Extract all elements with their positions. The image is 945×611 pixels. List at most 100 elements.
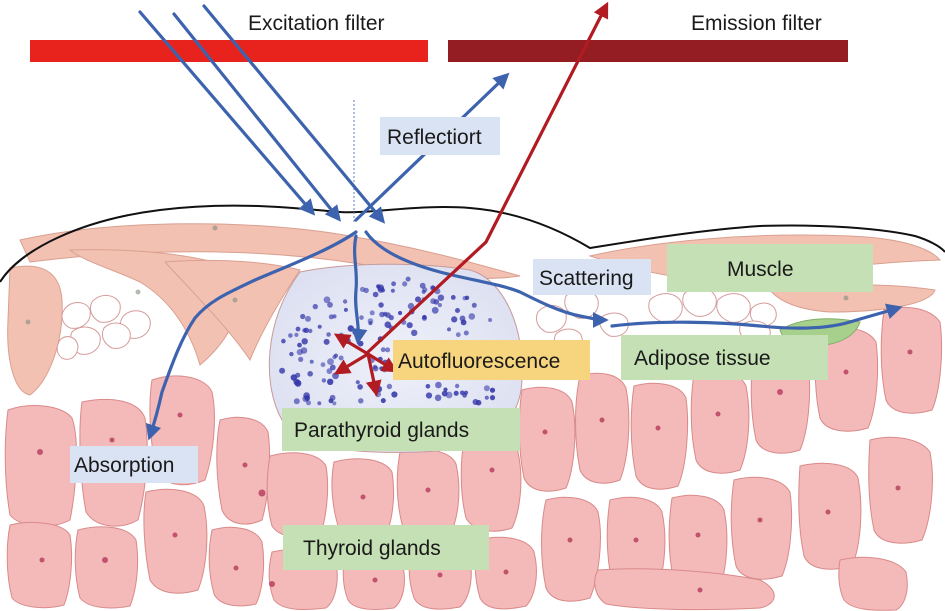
cell-nucleus [425, 487, 431, 493]
emission-ray [366, 1, 609, 354]
adipose-cell [101, 322, 131, 349]
parathyroid-cell-dot [421, 315, 427, 321]
thyroid-cell [396, 448, 460, 538]
thyroid-cell [266, 452, 329, 539]
parathyroid-cell-dot [459, 390, 465, 396]
parathyroid-cell-dot [382, 311, 388, 317]
parathyroid-cell-dot [406, 322, 413, 329]
adipose-cell [56, 336, 79, 360]
parathyroid-cell-dot [357, 384, 363, 390]
parathyroid-cell-dot [463, 390, 469, 395]
thyroid-cell [518, 386, 576, 492]
parathyroid-cell-dot [451, 316, 458, 323]
parathyroid-cell-dot [326, 332, 331, 337]
cell-nucleus [37, 449, 43, 455]
parathyroid-cell-dot [309, 359, 314, 364]
adipose-label: Adipose tissue [634, 347, 771, 370]
parathyroid-cell-dot [380, 398, 386, 404]
cell-nucleus [102, 557, 108, 563]
fluor-arrow [333, 352, 370, 375]
cell-nucleus [542, 429, 548, 435]
parathyroid-cell-dot [303, 392, 310, 399]
cell-nucleus [372, 577, 378, 583]
parathyroid-cell-dot [323, 338, 330, 345]
parathyroid-cell-dot [372, 364, 378, 370]
parathyroid-cell-dot [355, 380, 360, 385]
parathyroid-cell-dot [415, 296, 421, 303]
cell-nucleus [360, 494, 366, 500]
parathyroid-cell-dot [380, 347, 386, 353]
parathyroid-cell-dot [317, 324, 322, 329]
absorption-label-box [70, 446, 198, 483]
cell-nucleus [633, 537, 639, 543]
parathyroid-cell-dot [437, 294, 445, 301]
parathyroid-cell-dot [455, 308, 460, 313]
adipose-cell [61, 302, 91, 329]
parathyroid-cell-dot [332, 401, 337, 406]
scattering-label-box [533, 259, 651, 295]
parathyroid-cell-dot [398, 310, 403, 316]
parathyroid-cell-dot [289, 351, 294, 357]
fluor-arrow [366, 352, 399, 373]
autofluorescence-burst [333, 333, 399, 397]
parathyroid-cell-dot [300, 313, 306, 320]
parathyroid-cell-dot [443, 387, 448, 392]
parathyroid-cell-dot [296, 349, 303, 356]
cell-nuclei [37, 349, 913, 593]
thyroid-cell [541, 496, 601, 602]
adipose-cell [716, 293, 751, 323]
parathyroid-cell-dot [386, 383, 393, 390]
cell-nucleus [233, 565, 239, 571]
parathyroid-cell-dot [347, 325, 354, 332]
parathyroid-cell-dot [303, 327, 309, 333]
fluor-arrow [365, 352, 382, 397]
muscle-dot [212, 225, 218, 231]
thyroid-label-box [283, 525, 489, 570]
parathyroid-cell-dot [359, 315, 364, 320]
incident-ray [202, 4, 386, 224]
adipose-cell [749, 302, 777, 327]
parathyroid-cell-dot [305, 315, 311, 322]
adipose-cell [535, 305, 567, 333]
emission-filter-bar [448, 40, 848, 62]
parathyroid-cell-dot [384, 321, 392, 329]
parathyroid-cell-dot [327, 378, 334, 385]
reflection-label-box [380, 117, 500, 155]
parathyroid-cell-dot [464, 295, 470, 300]
parathyroid-cell-dot [312, 303, 318, 310]
thyroid-cell [74, 526, 139, 609]
thyroid-cell [216, 416, 271, 525]
parathyroid-cell-dot [297, 342, 302, 348]
parathyroid-cell-dot [326, 368, 333, 374]
incident-ray [172, 12, 342, 222]
parathyroid-cell-dot [343, 307, 348, 312]
parathyroid-cell-dot [463, 330, 469, 336]
parathyroid-cell-dot [306, 400, 311, 406]
parathyroid-cell-dot [329, 394, 336, 401]
parathyroid-cell-dot [293, 398, 300, 405]
parathyroid-cell-dot [369, 310, 375, 316]
parathyroid-cell-dot [483, 385, 490, 392]
parathyroid-cell-dot [376, 284, 381, 289]
parathyroid-cell-dot [472, 399, 479, 405]
thyroid-label: Thyroid glands [303, 537, 441, 560]
thyroid-cell [575, 372, 630, 484]
parathyroid-cell-dot [434, 394, 442, 402]
parathyroid-cell-dot [342, 299, 348, 304]
thyroid-cell [4, 405, 77, 527]
continued-scatter-path [610, 303, 903, 330]
muscle-band [163, 259, 301, 362]
parathyroid-cell-dot [411, 329, 418, 336]
cell-nucleus [437, 572, 443, 578]
cell-nucleus [697, 587, 703, 593]
parathyroid-cell-dot [338, 355, 344, 361]
cell-nucleus [258, 489, 266, 497]
parathyroid-cell-dot [293, 378, 300, 385]
adipose-cell [89, 295, 121, 323]
parathyroid-cell-dot [402, 281, 408, 287]
parathyroid-cell-dot [488, 318, 493, 322]
cell-nucleus [109, 437, 115, 443]
muscle-dot [135, 289, 141, 295]
cell-nucleus [489, 467, 495, 473]
